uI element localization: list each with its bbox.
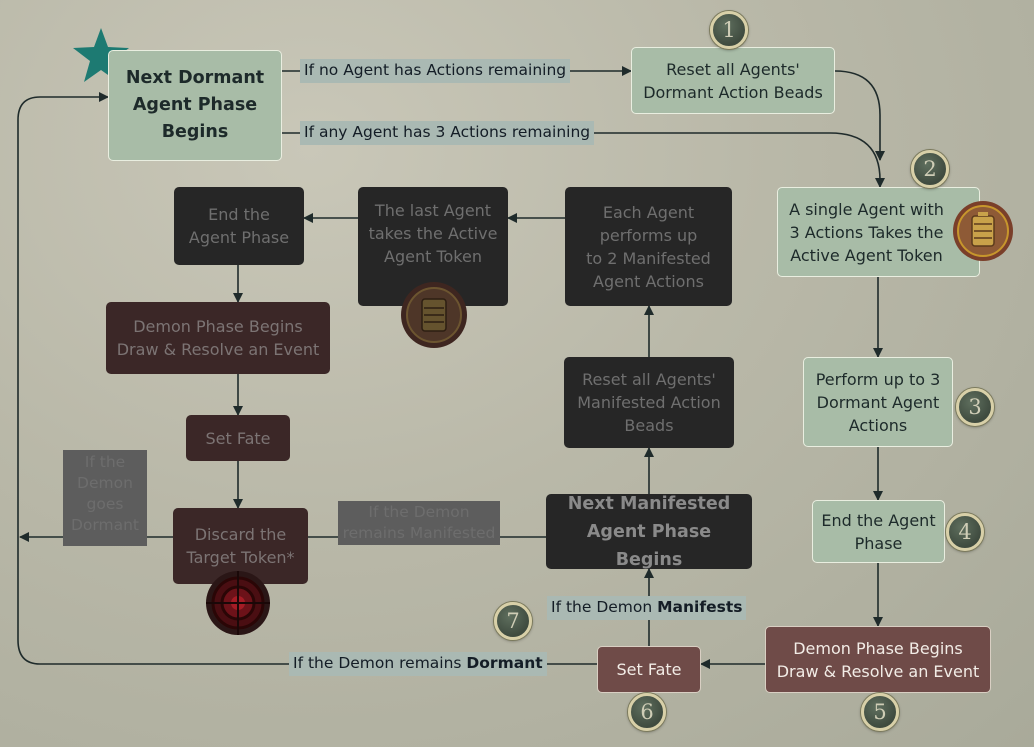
demon-phase-right-node: Demon Phase Begins Draw & Resolve an Eve…: [765, 626, 991, 693]
label-any-agent-three-actions: If any Agent has 3 Actions remaining: [300, 121, 595, 145]
next-manifested-phase-node: Next Manifested Agent Phase Begins: [546, 494, 752, 570]
each-agent-actions-node: Each Agent performs up to 2 Manifested A…: [565, 187, 732, 306]
label-demon-remains-dormant: If the Demon remains Dormant: [289, 652, 547, 676]
label-demon-manifests-prefix: If the Demon: [551, 598, 658, 616]
set-fate-right-node: Set Fate: [597, 646, 701, 693]
step-number-2: 2: [911, 150, 949, 188]
label-demon-manifests-bold: Manifests: [657, 598, 743, 616]
target-token-icon: [206, 571, 270, 635]
end-agent-phase-left-node: End the Agent Phase: [174, 187, 304, 265]
perform-dormant-actions-node: Perform up to 3 Dormant Agent Actions: [803, 357, 953, 447]
step-number-7: 7: [494, 602, 532, 640]
label-remains-dormant-bold: Dormant: [466, 654, 543, 672]
label-demon-goes-dormant: If the Demon goes Dormant: [63, 450, 147, 546]
step-number-4: 4: [946, 513, 984, 551]
label-demon-remains-manifested: If the Demon remains Manifested: [338, 501, 500, 545]
step-number-5: 5: [861, 693, 899, 731]
star-icon: [73, 28, 129, 82]
next-dormant-phase-node: Next Dormant Agent Phase Begins: [108, 50, 282, 161]
demon-phase-left-node: Demon Phase Begins Draw & Resolve an Eve…: [106, 302, 330, 374]
active-agent-token-icon: [953, 201, 1013, 261]
single-agent-token-node: A single Agent with 3 Actions Takes the …: [777, 187, 980, 277]
label-demon-manifests: If the Demon Manifests: [547, 596, 747, 620]
end-agent-phase-right-node: End the Agent Phase: [812, 500, 945, 563]
reset-manifested-beads-node: Reset all Agents' Manifested Action Bead…: [564, 357, 734, 448]
set-fate-left-node: Set Fate: [186, 415, 290, 461]
step-number-3: 3: [956, 388, 994, 426]
active-agent-token-dim-icon: [401, 282, 467, 348]
step-number-6: 6: [628, 693, 666, 731]
step-number-1: 1: [710, 11, 748, 49]
label-remains-dormant-prefix: If the Demon remains: [293, 654, 467, 672]
reset-dormant-beads-node: Reset all Agents' Dormant Action Beads: [631, 47, 835, 114]
label-no-agent-actions: If no Agent has Actions remaining: [300, 59, 571, 83]
